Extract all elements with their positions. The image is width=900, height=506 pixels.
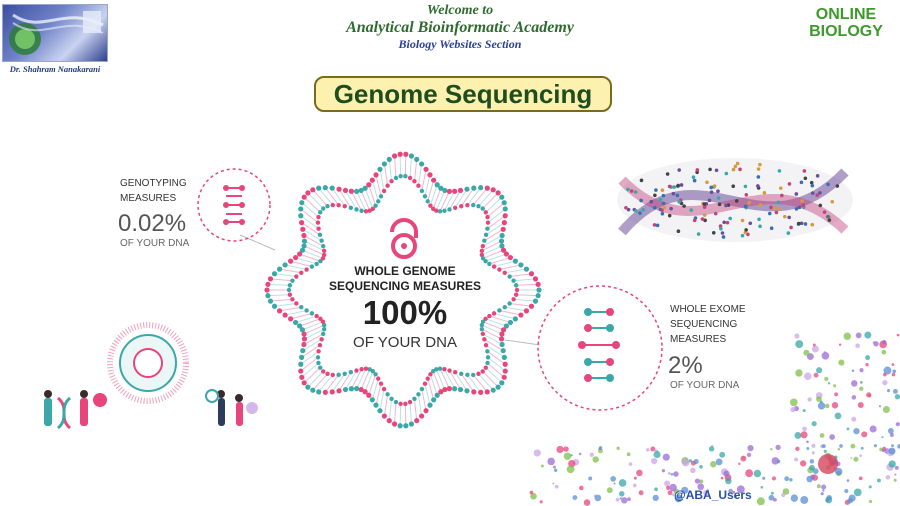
welcome-line-3: Biology Websites Section — [398, 37, 522, 51]
wes-sub: OF YOUR DNA — [670, 380, 740, 391]
dna-helix-icon — [578, 308, 620, 382]
wes-label-line-3: MEASURES — [670, 334, 727, 345]
exome-icon-circle — [537, 285, 663, 411]
social-handle: @ABA_Users — [674, 488, 752, 502]
molecule-network-image — [529, 331, 900, 506]
wgs-sub: OF YOUR DNA — [353, 334, 457, 351]
author-signature: Dr. Shahram Nanakarani — [9, 64, 101, 74]
welcome-header: Welcome to Analytical Bioinformatic Acad… — [300, 3, 620, 51]
dna-helix-icon — [223, 185, 245, 225]
wgs-value: 100% — [362, 294, 448, 331]
circular-diagram — [107, 322, 189, 404]
wgs-label-line-1: WHOLE GENOME — [354, 264, 456, 278]
lock-icon — [390, 218, 418, 259]
wes-label-line-1: WHOLE EXOME — [670, 304, 746, 315]
genotyping-icon-circle — [197, 168, 271, 242]
dna-flower-ring — [264, 151, 542, 429]
wes-label-line-2: SEQUENCING — [670, 319, 738, 330]
academy-logo: Dr. Shahram Nanakarani — [2, 4, 108, 76]
genotyping-label: GENOTYPING MEASURES — [120, 176, 187, 206]
connector-line-left — [239, 234, 276, 251]
crowd-dots — [624, 161, 840, 239]
online-biology-logo-line-2: BIOLOGY — [809, 23, 883, 40]
welcome-line-2: Analytical Bioinformatic Academy — [346, 19, 574, 36]
connector-line-right — [504, 339, 541, 346]
wgs-label-line-2: SEQUENCING MEASURES — [328, 279, 482, 293]
wgs-label: WHOLE GENOME SEQUENCING MEASURES — [320, 264, 490, 294]
online-biology-logo: ONLINE BIOLOGY — [800, 6, 892, 46]
scientists-figures — [44, 389, 258, 430]
genotyping-sub: OF YOUR DNA — [120, 238, 190, 249]
page-title: Genome Sequencing — [314, 76, 612, 112]
genotyping-value: 0.02% — [118, 210, 187, 237]
genotyping-label-line-1: GENOTYPING — [120, 178, 187, 189]
people-helix-image — [617, 158, 853, 242]
welcome-line-1: Welcome to — [426, 3, 494, 18]
wes-label: WHOLE EXOME SEQUENCING MEASURES — [670, 302, 746, 347]
genotyping-label-line-2: MEASURES — [120, 193, 177, 204]
dna-logo-icon — [9, 11, 104, 55]
wes-value: 2% — [668, 352, 703, 379]
online-biology-logo-line-1: ONLINE — [815, 6, 877, 23]
dna-logo — [2, 4, 108, 62]
